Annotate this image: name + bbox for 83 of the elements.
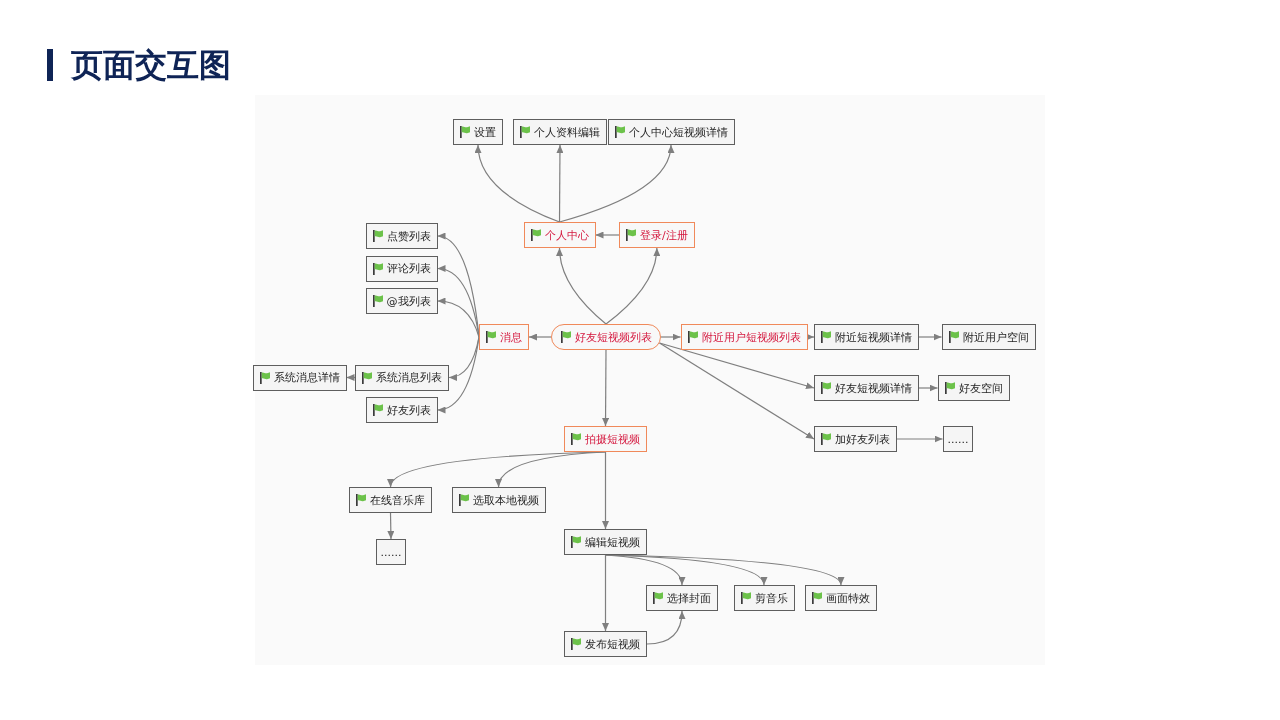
arrow [602,451,609,530]
page-name: 附近短视频详情 [835,330,912,344]
arrow [556,247,607,325]
page-box [937,375,1010,401]
arrow [556,144,564,223]
page-name: 附近用户短视频列表 [701,330,801,344]
page-name: 剪音乐 [754,591,788,605]
page-name: 画面特效 [826,591,870,605]
page-name: 点赞列表 [386,229,431,243]
page-box [451,487,546,513]
arrow [660,333,682,341]
arrow [594,231,620,239]
page-box [941,324,1036,350]
arrow [658,342,815,440]
arrow [646,610,686,645]
page-box [564,426,647,452]
arrow [658,342,815,390]
page-name: 设置 [474,125,496,139]
arrow [918,333,943,341]
page-name: 附近用户空间 [962,330,1029,344]
page-name: 选择封面 [667,591,711,605]
page-name: 登录/注册 [640,228,688,242]
page-box [733,585,795,611]
page-title: 页面交互图 [71,46,231,84]
arrow [604,554,842,586]
page-box [564,631,647,657]
page-box [564,529,647,555]
arrow [436,336,480,413]
page-box [355,364,449,391]
page-name: 好友短视频列表 [574,330,652,344]
page-box [680,324,808,350]
page-name: 个人资料编辑 [534,125,600,139]
arrow [475,144,561,223]
page-name: 选取本地视频 [472,493,539,507]
page-name: 加好友列表 [835,432,890,446]
arrow [605,247,660,325]
page-box [252,364,347,391]
page-box [646,585,718,611]
arrow [896,435,944,443]
page-box [513,119,607,145]
page-box [365,255,438,282]
page-name: 好友列表 [386,403,431,417]
page-name: 拍摄短视频 [585,432,640,446]
page-name: 个人中心短视频详情 [628,125,728,139]
page-box [349,487,432,513]
page-box [814,375,919,401]
page-box [814,426,897,452]
page-pill [551,324,661,350]
page-box [365,223,438,249]
page-name: 消息 [500,330,522,344]
page-name: ...... [380,545,402,559]
page-name: 个人中心 [544,228,589,242]
page-name: 编辑短视频 [585,535,640,549]
arrow [806,333,815,341]
more-box [375,539,407,565]
page-name: 发布短视频 [585,637,640,651]
arrow [528,333,552,341]
arrow [496,451,607,488]
arrow [436,297,480,338]
arrow [918,384,939,392]
page-name: 好友短视频详情 [835,381,912,395]
arrow [602,554,609,632]
page-box [365,397,438,423]
arrow [558,144,674,223]
page-box [479,324,529,350]
page-box [523,222,596,248]
page-box [619,222,695,248]
more-box [942,426,974,452]
page-name: 在线音乐库 [370,493,425,507]
page-box [607,119,735,145]
page-box [453,119,503,145]
page-name: 评论列表 [386,262,431,275]
page-name: ...... [947,432,969,446]
page-name: 好友空间 [958,381,1003,395]
page-name: @我列表 [386,294,431,308]
page-name: 系统消息列表 [376,371,442,384]
arrow [387,512,395,540]
page-box [805,585,877,611]
page-box [365,288,438,314]
page-box [814,324,919,350]
arrow [345,374,356,381]
arrow [602,349,610,427]
page-name: 系统消息详情 [273,371,340,384]
